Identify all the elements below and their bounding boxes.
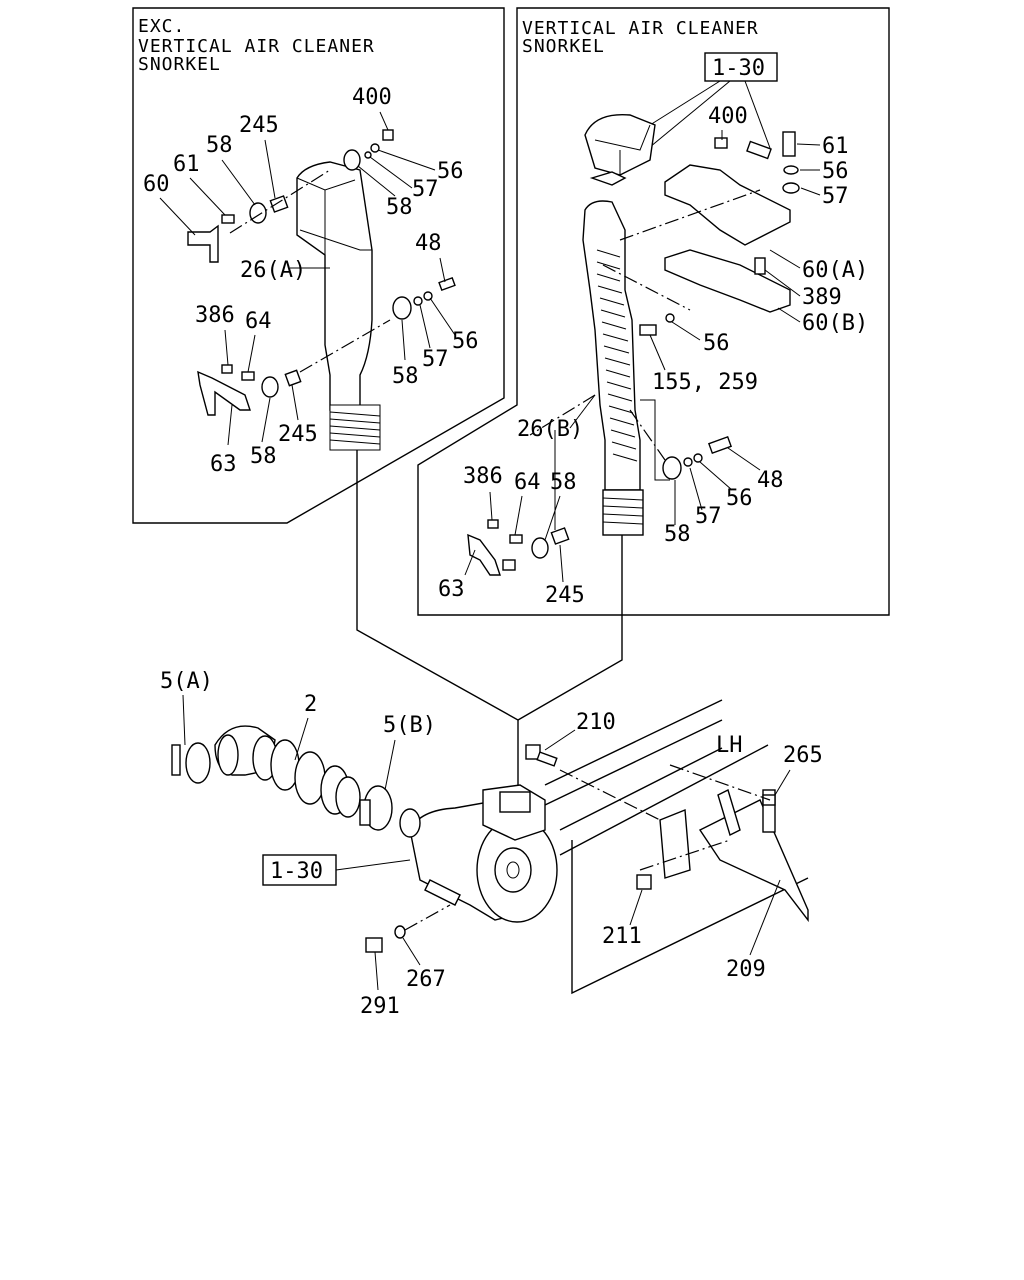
clamp-5b (359, 785, 393, 831)
label-48: 48 (415, 231, 442, 256)
label-5b: 5(B) (383, 713, 436, 738)
nut-211 (636, 874, 652, 890)
label-267: 267 (406, 967, 446, 992)
label-26b: 26(B) (517, 417, 583, 442)
ref-box-bottom-text: 1-30 (270, 859, 323, 884)
label-56: 56 (822, 159, 849, 184)
label-386: 386 (195, 303, 235, 328)
label-60a: 60(A) (802, 258, 868, 283)
label-61: 61 (173, 152, 200, 177)
frame-lines (544, 699, 809, 995)
label-56: 56 (726, 486, 753, 511)
bracket-60b (664, 249, 791, 313)
bracket-60a (664, 137, 791, 246)
air-cleaner-1-30 (399, 784, 558, 923)
ref-box-top-text: 1-30 (712, 56, 765, 81)
label-389: 389 (802, 285, 842, 310)
label-211: 211 (602, 924, 642, 949)
label-56: 56 (452, 329, 479, 354)
right-lower-fasteners (467, 394, 733, 576)
left-heading-line-3: SNORKEL (138, 54, 221, 75)
snorkel-cap (584, 113, 656, 186)
label-58: 58 (664, 522, 691, 547)
right-heading-line-1: VERTICAL AIR CLEANER (522, 18, 759, 39)
right-labels: 400 61 56 57 60(A) 389 60(B) 56 155, 259… (438, 104, 868, 608)
bottom-leaders (182, 694, 791, 991)
label-400: 400 (352, 85, 392, 110)
label-48: 48 (757, 468, 784, 493)
label-2: 2 (304, 692, 317, 717)
label-210: 210 (576, 710, 616, 735)
right-leaders (464, 130, 821, 583)
label-58: 58 (386, 195, 413, 220)
right-top-fasteners (602, 131, 800, 336)
left-labels: 400 245 58 61 60 56 57 58 26(A) 48 386 6… (143, 85, 479, 477)
bottom-labels: 5(A) 2 5(B) 210 LH 265 211 209 291 267 (160, 669, 823, 1019)
snorkel-26b (582, 200, 644, 536)
label-58: 58 (392, 364, 419, 389)
label-209: 209 (726, 957, 766, 982)
label-60b: 60(B) (802, 311, 868, 336)
label-245: 245 (278, 422, 318, 447)
frame-bracket-209 (559, 764, 809, 923)
label-57: 57 (412, 177, 439, 202)
left-leaders (159, 111, 456, 446)
label-245: 245 (239, 113, 279, 138)
bolt-210 (525, 744, 558, 767)
label-57: 57 (422, 347, 449, 372)
label-57: 57 (822, 184, 849, 209)
label-155-259: 155, 259 (652, 370, 758, 395)
label-56: 56 (437, 159, 464, 184)
label-400: 400 (708, 104, 748, 129)
label-58: 58 (250, 444, 277, 469)
right-panel-frame (417, 7, 890, 616)
ref-box-top (704, 52, 778, 82)
label-291: 291 (360, 994, 400, 1019)
label-26a: 26(A) (240, 258, 306, 283)
label-58: 58 (550, 470, 577, 495)
connecting-lines (356, 450, 623, 785)
bolt-291-washer-267 (365, 904, 451, 953)
left-panel-frame (132, 7, 505, 524)
clamp-5a (171, 742, 211, 784)
label-61: 61 (822, 134, 849, 159)
label-56: 56 (703, 331, 730, 356)
label-lh: LH (716, 733, 743, 758)
label-58: 58 (206, 133, 233, 158)
label-245: 245 (545, 583, 585, 608)
label-57: 57 (695, 504, 722, 529)
label-60: 60 (143, 172, 170, 197)
label-64: 64 (245, 309, 272, 334)
label-5a: 5(A) (160, 669, 213, 694)
label-63: 63 (210, 452, 237, 477)
elbow-hose-2 (214, 725, 361, 818)
left-heading-line-1: EXC. (138, 16, 185, 37)
label-63: 63 (438, 577, 465, 602)
left-lower-fasteners (197, 276, 456, 416)
snorkel-26a (296, 161, 381, 451)
right-heading-line-2: SNORKEL (522, 36, 605, 57)
left-top-fasteners (187, 129, 394, 263)
label-64: 64 (514, 470, 541, 495)
label-386: 386 (463, 464, 503, 489)
left-heading-line-2: VERTICAL AIR CLEANER (138, 36, 375, 57)
label-265: 265 (783, 743, 823, 768)
